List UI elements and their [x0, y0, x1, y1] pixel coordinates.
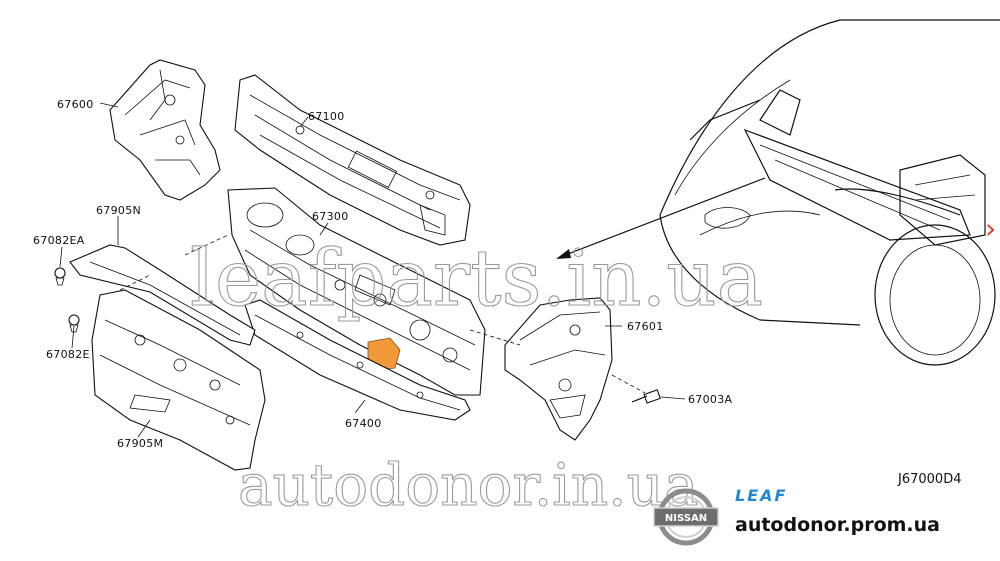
- part-67600-bracket: [109, 59, 221, 201]
- nissan-badge-text: NISSAN: [665, 513, 707, 524]
- part-labels: 67600 67100 67905N 67300 67082EA 67082E …: [33, 98, 732, 450]
- part-label: 67905M: [117, 437, 163, 450]
- nissan-logo: NISSAN: [653, 488, 719, 546]
- watermark-bottom: autodonor.in.ua: [238, 451, 699, 519]
- clip-67082E: [68, 314, 80, 333]
- location-arrow: [556, 177, 766, 259]
- assembly-dash-lines: [119, 234, 646, 394]
- label-leaders: [59, 102, 686, 438]
- part-67601-bracket: [504, 297, 613, 441]
- clip-67082EA: [54, 267, 66, 286]
- part-label: 67600: [57, 98, 94, 111]
- part-label: 67100: [308, 110, 345, 123]
- part-label: 67082E: [46, 348, 90, 361]
- part-67100-cowl-top: [234, 74, 471, 246]
- bolt-67003A: [631, 389, 661, 404]
- part-67905M-insulator: [91, 289, 266, 471]
- part-67400-lower-member: [244, 299, 471, 421]
- part-label: 67082EA: [33, 234, 85, 247]
- part-67300-dash-upper: [227, 187, 486, 396]
- shop-url: autodonor.prom.ua: [735, 514, 940, 536]
- insulator-pad: [367, 337, 401, 371]
- watermark-top: leafparts.in.ua: [190, 234, 763, 324]
- part-label: 67400: [345, 417, 382, 430]
- model-name: LEAF: [735, 486, 787, 505]
- car-front-illustration: [659, 19, 1000, 366]
- next-image-icon[interactable]: ›: [985, 212, 996, 245]
- part-label: 67601: [627, 320, 664, 333]
- diagram-code: J67000D4: [897, 472, 961, 487]
- part-label: 67300: [312, 210, 349, 223]
- part-label: 67003A: [688, 393, 732, 406]
- part-label: 67905N: [96, 204, 141, 217]
